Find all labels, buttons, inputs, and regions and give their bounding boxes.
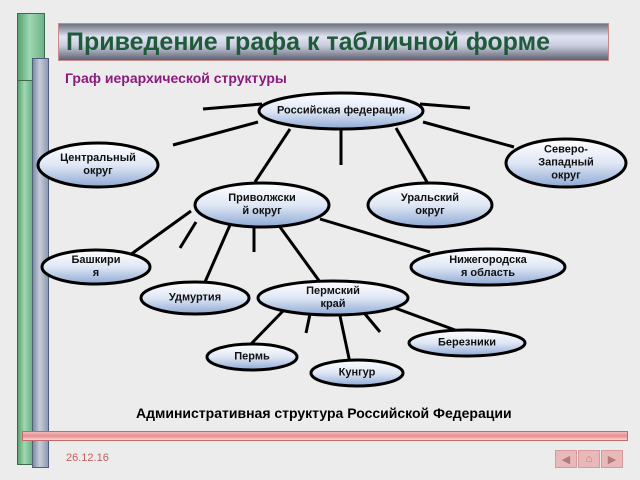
diagram-caption: Административная структура Российской Фе… <box>136 405 512 421</box>
graph-edge <box>319 217 431 254</box>
title-banner <box>58 23 609 61</box>
graph-node-privolzh <box>193 181 331 229</box>
graph-node-perm <box>205 342 299 372</box>
graph-node-udmurt <box>139 280 251 316</box>
graph-edge <box>419 102 471 110</box>
graph-nodes <box>36 91 628 388</box>
node-label-rf: Российская федерация <box>276 104 406 117</box>
graph-edge <box>422 120 515 149</box>
node-label-berezniki: Березники <box>437 336 497 349</box>
graph-edge <box>203 224 232 283</box>
home-icon: ⌂ <box>585 453 593 465</box>
graph-edges <box>129 102 515 364</box>
node-label-kungur: Кунгур <box>338 366 376 379</box>
graph-node-rf <box>257 91 425 131</box>
graph-edge <box>172 120 259 147</box>
graph-edge <box>129 209 192 257</box>
prev-slide-button[interactable]: ◀ <box>555 450 577 468</box>
graph-node-berezniki <box>407 328 527 358</box>
node-label-perm: Пермь <box>234 350 270 363</box>
graph-node-perm_krai <box>256 279 410 317</box>
graph-edge <box>178 221 198 249</box>
slide-subtitle: Граф иерархической структуры <box>65 70 287 86</box>
graph-edge <box>304 313 312 334</box>
graph-node-nw <box>504 137 628 189</box>
footer-bar <box>22 431 628 441</box>
graph-edge <box>394 306 456 332</box>
prev-arrow-icon: ◀ <box>561 453 571 466</box>
graph-node-kungur <box>309 358 405 388</box>
graph-edge <box>394 127 429 183</box>
graph-edge <box>253 128 292 183</box>
slide-date: 26.12.16 <box>66 452 109 464</box>
node-label-udmurt: Удмуртия <box>168 291 222 304</box>
next-slide-button[interactable]: ▶ <box>601 450 623 468</box>
graph-edge <box>202 102 263 111</box>
next-arrow-icon: ▶ <box>607 453 617 466</box>
decor-bar-green <box>17 13 45 83</box>
graph-edge <box>278 226 322 283</box>
graph-edge <box>249 309 285 346</box>
home-button[interactable]: ⌂ <box>578 450 600 468</box>
graph-edge <box>363 313 382 333</box>
graph-node-nizhny <box>409 247 567 287</box>
graph-edge <box>338 315 352 364</box>
graph-node-bashkir <box>40 248 152 286</box>
graph-node-central <box>36 141 160 189</box>
slide-title: Приведение графа к табличной форме <box>66 28 550 56</box>
graph-node-ural <box>366 181 494 229</box>
